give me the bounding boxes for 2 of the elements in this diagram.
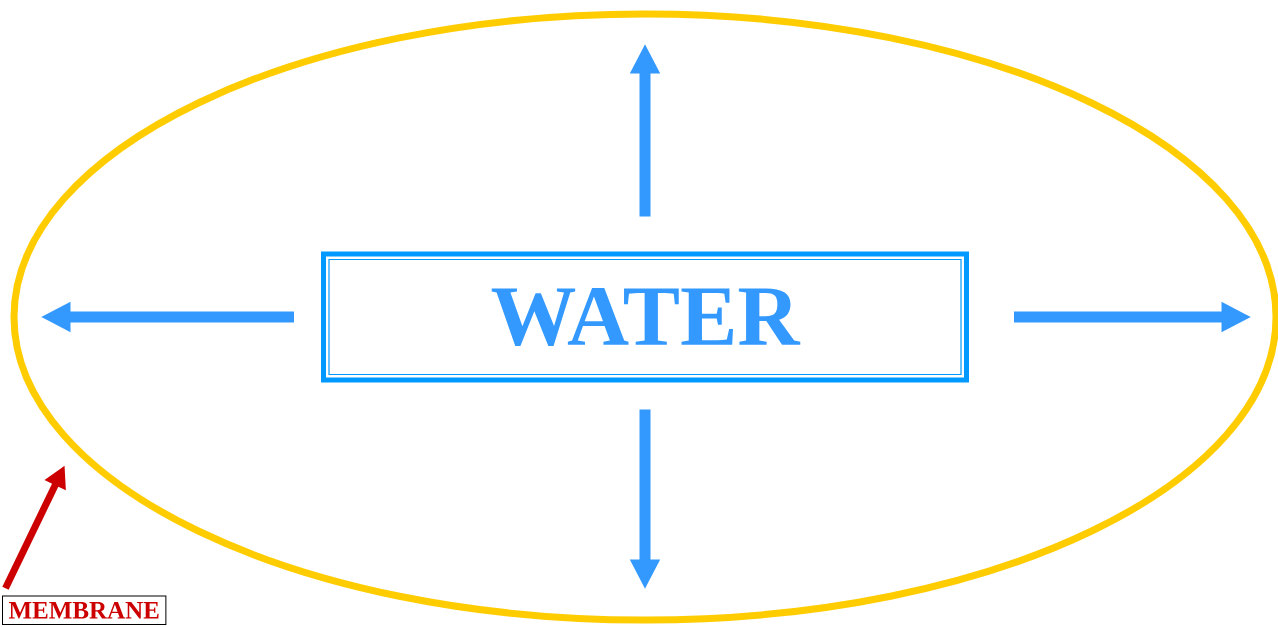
title-box: WATER xyxy=(321,251,969,383)
label-box: MEMBRANE xyxy=(2,595,167,625)
